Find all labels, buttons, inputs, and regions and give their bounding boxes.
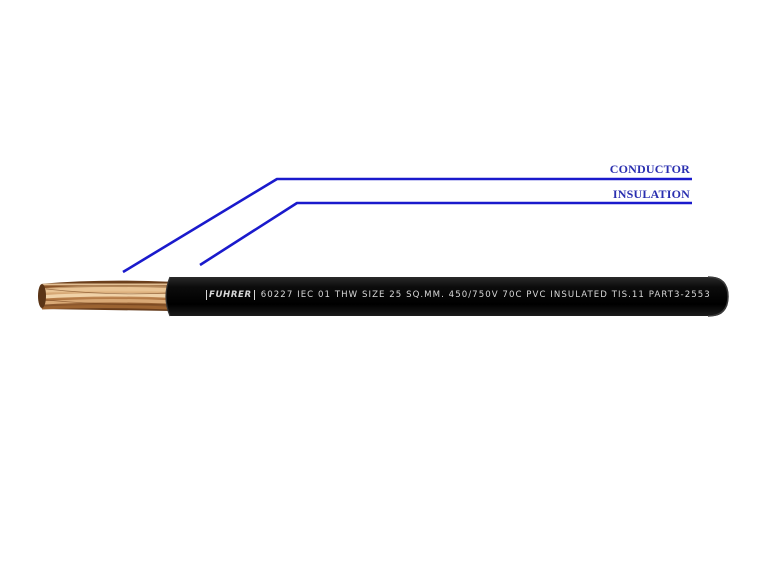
copper-conductor xyxy=(38,280,172,311)
conductor-leader-line xyxy=(122,177,692,274)
insulation-leader-line xyxy=(199,201,692,267)
cable-marking-text: 60227 IEC 01 THW SIZE 25 SQ.MM. 450/750V… xyxy=(260,290,711,300)
brand-logo: FUHRER xyxy=(206,290,255,300)
cable-marking: FUHRER 60227 IEC 01 THW SIZE 25 SQ.MM. 45… xyxy=(206,290,711,300)
conductor-label: CONDUCTOR xyxy=(609,162,690,176)
insulation-label: INSULATION xyxy=(612,187,690,201)
pvc-insulation xyxy=(165,276,729,317)
